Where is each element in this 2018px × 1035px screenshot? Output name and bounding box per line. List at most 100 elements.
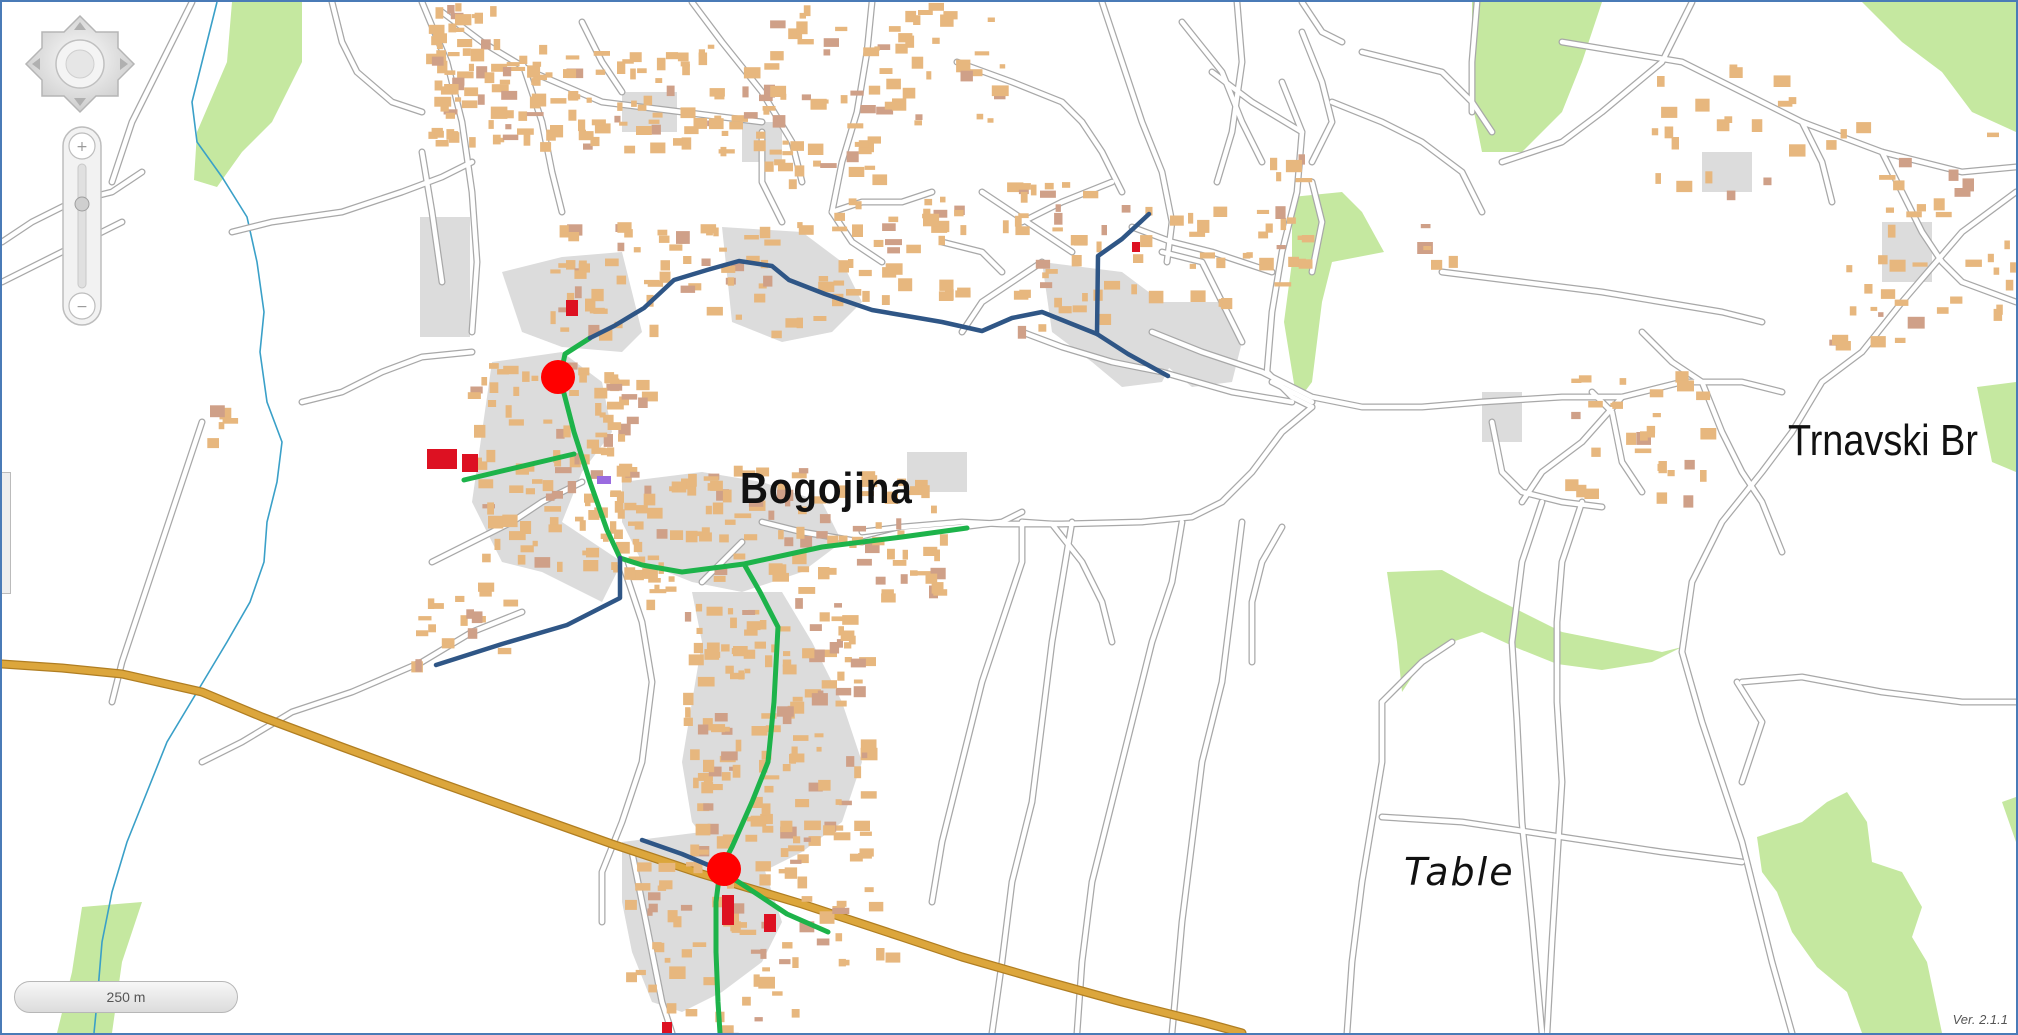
pan-arrows-icon[interactable] [24, 14, 136, 114]
building [585, 501, 591, 507]
building [540, 142, 552, 152]
building [799, 921, 815, 933]
zoom-slider[interactable]: + − [62, 126, 102, 326]
building [445, 112, 455, 119]
building [808, 782, 823, 792]
building [793, 836, 801, 844]
building [910, 486, 919, 495]
building [671, 481, 687, 493]
building [1936, 307, 1949, 314]
building [702, 718, 713, 731]
building [727, 277, 735, 286]
building [884, 101, 901, 110]
building [1013, 290, 1029, 300]
building [892, 560, 907, 566]
building [624, 502, 637, 511]
building [574, 453, 580, 465]
building [625, 899, 637, 910]
building [531, 93, 547, 107]
building [207, 438, 219, 449]
building [441, 638, 455, 649]
building [859, 848, 874, 857]
building [1700, 470, 1707, 482]
building [790, 859, 802, 864]
building [624, 145, 636, 154]
building [550, 269, 561, 274]
building [690, 749, 700, 761]
building [718, 149, 735, 154]
building [594, 387, 608, 399]
building [763, 84, 775, 98]
building [791, 1009, 800, 1018]
building [905, 35, 915, 48]
building [670, 530, 684, 540]
building [1265, 223, 1273, 233]
building [1242, 252, 1251, 259]
building [505, 405, 512, 418]
building [638, 397, 648, 408]
building [803, 5, 811, 17]
building [860, 739, 877, 750]
building [814, 733, 824, 738]
building [1880, 289, 1896, 299]
side-panel-tab[interactable] [2, 472, 11, 594]
network-node-south[interactable] [707, 852, 741, 886]
building [885, 952, 901, 963]
building [447, 52, 460, 57]
building [617, 242, 625, 252]
building [800, 536, 813, 548]
building [855, 201, 862, 210]
building [778, 626, 791, 632]
building [467, 628, 478, 639]
building [859, 657, 876, 667]
building [692, 942, 707, 947]
building [1657, 463, 1665, 471]
building [1295, 178, 1313, 183]
building [550, 125, 564, 138]
building [588, 510, 600, 520]
building [711, 724, 726, 733]
building [657, 885, 667, 891]
building [788, 845, 805, 852]
building [1870, 336, 1886, 348]
building [649, 589, 667, 594]
building [803, 837, 811, 842]
building [818, 281, 835, 293]
building [574, 270, 587, 279]
building [816, 938, 830, 946]
building [693, 860, 703, 874]
building [1676, 180, 1693, 193]
building [1885, 207, 1894, 213]
building [742, 470, 756, 475]
building [1591, 447, 1601, 457]
building [782, 711, 792, 725]
building [566, 292, 575, 302]
building [754, 1017, 763, 1022]
version-label: Ver. 2.1.1 [1952, 1012, 2008, 1027]
building [643, 95, 653, 106]
building [432, 33, 447, 44]
building [218, 422, 225, 430]
building [885, 239, 902, 246]
building [578, 367, 590, 376]
building [683, 256, 692, 264]
building [733, 465, 743, 477]
building [1987, 253, 1994, 263]
building [887, 247, 900, 254]
building [780, 820, 793, 833]
building [649, 324, 659, 338]
building [769, 149, 782, 155]
building [697, 676, 715, 687]
building [1448, 255, 1458, 268]
building [435, 7, 444, 19]
network-node-north[interactable] [541, 360, 575, 394]
building [415, 659, 422, 672]
building [603, 537, 609, 542]
building [1700, 428, 1717, 440]
building [1197, 219, 1210, 233]
building [1657, 76, 1665, 87]
building [796, 526, 805, 539]
building [1148, 290, 1164, 304]
